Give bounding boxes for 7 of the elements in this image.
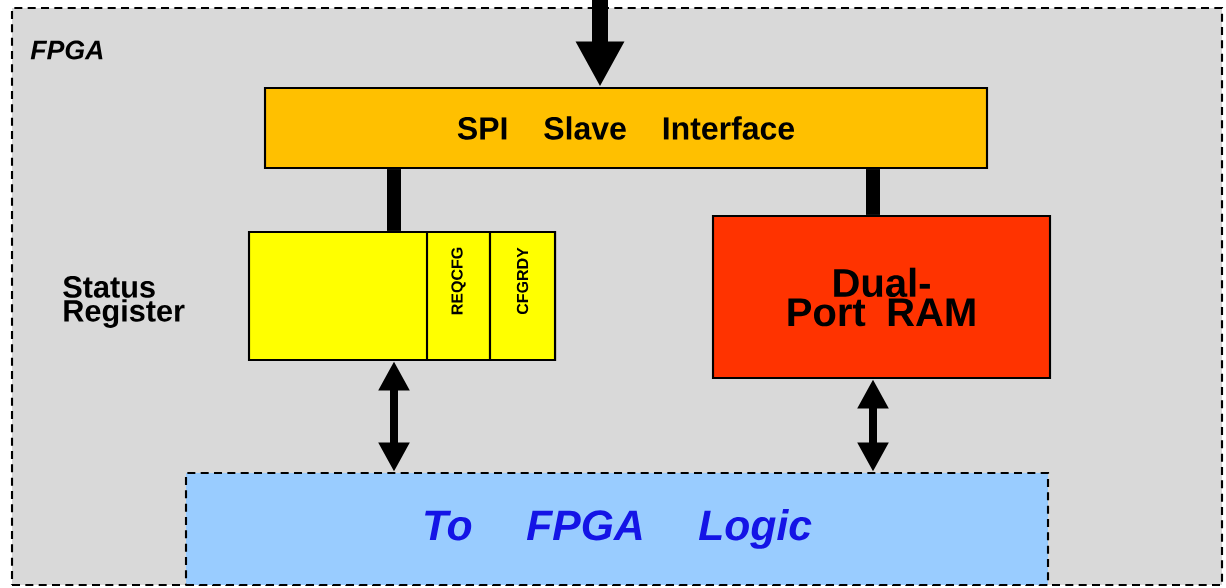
interface-box: SPI Slave Interface xyxy=(263,86,989,170)
register-cell: CFGRDY xyxy=(488,230,557,362)
logic-box: To FPGA Logic xyxy=(184,471,1050,587)
register-cell: REQCFG xyxy=(425,230,492,362)
memory-box: Dual-Port RAM xyxy=(711,214,1052,380)
register-label: Status Register xyxy=(63,276,185,328)
frame-label: FPGA xyxy=(30,40,103,60)
